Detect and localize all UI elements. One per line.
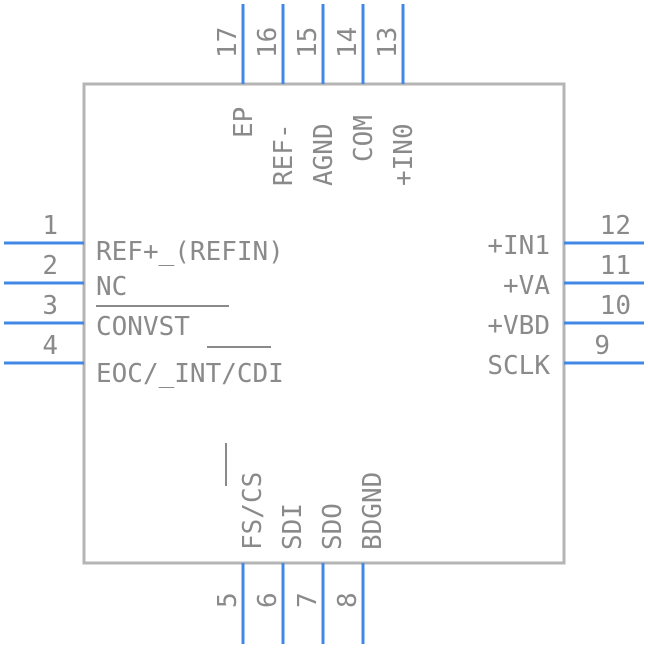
pin-4-number: 4 bbox=[42, 331, 58, 361]
pin-4-label: EOC/_INT/CDI bbox=[96, 359, 284, 389]
pin-6-number: 6 bbox=[253, 592, 283, 608]
pin-8-label: BDGND bbox=[358, 472, 388, 550]
pin-3-label: CONVST bbox=[96, 312, 190, 342]
pin-10-label: +VBD bbox=[487, 311, 550, 341]
pin-5-label: FS/CS bbox=[238, 472, 268, 550]
pin-12-label: +IN1 bbox=[487, 231, 550, 261]
top-pins: 17 16 15 14 13 EP REF- AGND COM +IN0 bbox=[213, 4, 419, 186]
right-pins: 12 11 10 9 +IN1 +VA +VBD SCLK bbox=[487, 211, 644, 381]
pin-12-number: 12 bbox=[600, 211, 631, 241]
pin-16-number: 16 bbox=[253, 27, 283, 58]
pin-9-number: 9 bbox=[594, 331, 610, 361]
pin-9-label: SCLK bbox=[487, 351, 550, 381]
pin-1-number: 1 bbox=[42, 211, 58, 241]
pin-2-label: NC bbox=[96, 272, 127, 302]
pin-14-number: 14 bbox=[333, 27, 363, 58]
pin-11-number: 11 bbox=[600, 251, 631, 281]
pin-13-number: 13 bbox=[373, 27, 403, 58]
pin-2-number: 2 bbox=[42, 251, 58, 281]
pin-1-label: REF+_(REFIN) bbox=[96, 237, 284, 267]
pin-5-number: 5 bbox=[213, 592, 243, 608]
pin-11-label: +VA bbox=[503, 271, 550, 301]
bottom-pins: 5 6 7 8 FS/CS SDI SDO BDGND bbox=[213, 443, 388, 644]
pin-15-label: AGND bbox=[309, 123, 339, 186]
pin-7-label: SDO bbox=[318, 503, 348, 550]
pin-14-label: COM bbox=[349, 115, 379, 162]
pin-13-label: +IN0 bbox=[389, 123, 419, 186]
pin-8-number: 8 bbox=[333, 592, 363, 608]
pin-7-number: 7 bbox=[293, 592, 323, 608]
left-pins: 1 2 3 4 REF+_(REFIN) NC CONVST EOC/_INT/… bbox=[4, 211, 284, 389]
pin-16-label: REF- bbox=[269, 123, 299, 186]
pin-3-number: 3 bbox=[42, 291, 58, 321]
pin-6-label: SDI bbox=[278, 503, 308, 550]
pin-17-number: 17 bbox=[213, 27, 243, 58]
pin-17-label: EP bbox=[229, 107, 259, 138]
pin-15-number: 15 bbox=[293, 27, 323, 58]
pin-10-number: 10 bbox=[600, 291, 631, 321]
